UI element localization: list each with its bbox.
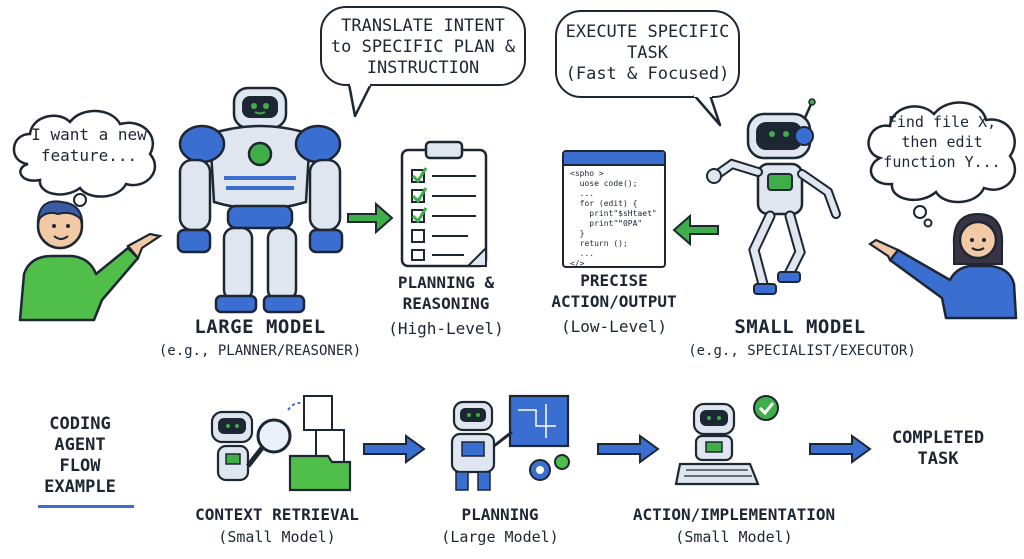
flow-step-2-title: PLANNING [461,505,539,524]
small-model-title: SMALL MODEL [734,316,866,338]
right-user-thought-text: Find file X, then edit function Y... [883,113,1001,171]
right-user-figure [868,212,1018,320]
large-model-title: LARGE MODEL [194,316,326,338]
green-arrow-to-planning [347,201,394,235]
large-bubble-line-3: INSTRUCTION [366,58,480,78]
large-bubble-tail [347,81,373,118]
planning-subtitle: (High-Level) [388,319,504,338]
small-bubble-line-1: EXECUTE SPECIFIC [565,22,730,42]
planning-robot-icon [450,394,570,491]
green-arrow-to-code [672,213,719,247]
left-user-thought-text: I want a new feature... [31,125,147,165]
implementation-robot-icon [674,395,779,486]
flow-step-3-subtitle: (Small Model) [675,528,793,546]
large-bubble-line-1: TRANSLATE INTENT [341,16,505,36]
small-bubble-tail [693,92,722,127]
code-window-body: <spho > uose code(); ... for (edit) { pr… [570,169,657,268]
flow-example-title: CODING AGENT FLOW EXAMPLE [44,414,116,497]
small-model-subtitle: (e.g., SPECIALIST/EXECUTOR) [688,343,916,359]
precise-title: PRECISE ACTION/OUTPUT [551,271,677,311]
planning-title: PLANNING & REASONING [397,273,495,313]
large-model-robot [176,86,344,314]
checklist-clipboard-icon [400,140,488,268]
large-model-subtitle: (e.g., PLANNER/REASONER) [158,343,362,359]
flow-step-3-title: ACTION/IMPLEMENTATION [632,505,836,524]
precise-subtitle: (Low-Level) [561,317,667,336]
flow-step-1-title: CONTEXT RETRIEVAL [195,505,359,524]
right-thought-cloud [867,101,1017,228]
context-retrieval-robot-icon [210,395,352,492]
flow-title-underline [38,505,134,508]
small-model-robot [706,98,841,295]
small-bubble-line-2: TASK [627,43,668,63]
large-bubble-line-2: to SPECIFIC PLAN & [330,37,516,57]
flow-step-1-subtitle: (Small Model) [218,528,336,546]
small-bubble-line-3: (Fast & Focused) [565,64,730,84]
flow-arrow-2 [597,434,660,464]
small-model-speech-bubble: EXECUTE SPECIFIC TASK (Fast & Focused) [555,10,740,98]
code-window-titlebar [564,152,664,166]
flow-step-2-subtitle: (Large Model) [441,528,559,546]
flow-arrow-1 [363,434,426,464]
flow-step-4-title: COMPLETED TASK [891,428,985,469]
left-user-figure [18,200,163,322]
large-model-speech-bubble: TRANSLATE INTENT to SPECIFIC PLAN & INST… [320,6,526,86]
code-output-window: <spho > uose code(); ... for (edit) { pr… [562,150,666,268]
flow-arrow-3 [809,434,872,464]
